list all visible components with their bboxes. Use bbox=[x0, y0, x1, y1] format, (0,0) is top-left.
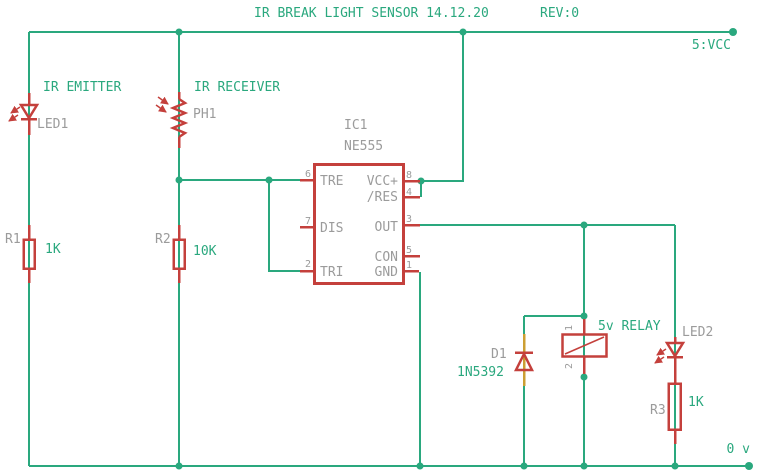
r3-name: R3 bbox=[650, 403, 666, 418]
ic1-pin4-label: /RES bbox=[367, 190, 398, 205]
ic1-pin2-label: TRI bbox=[320, 265, 343, 280]
ir-receiver-caption: IR RECEIVER bbox=[194, 80, 280, 95]
junction-dot bbox=[459, 28, 467, 36]
light-emit-arrow bbox=[656, 347, 667, 356]
wire-pin6-to-pin2[interactable] bbox=[268, 180, 301, 272]
junction-dot bbox=[580, 462, 588, 470]
light-receive-arrow bbox=[155, 104, 167, 113]
ph1-symbol[interactable] bbox=[155, 92, 189, 148]
ic1-pin3-number: 3 bbox=[406, 214, 412, 225]
schematic-title: IR BREAK LIGHT SENSOR 14.12.20 bbox=[254, 6, 489, 21]
light-emit-arrow bbox=[8, 113, 19, 122]
light-receive-arrow bbox=[157, 96, 169, 105]
ic1-pin6-label: TRE bbox=[320, 174, 343, 189]
r2-symbol[interactable] bbox=[172, 225, 186, 283]
ic1-pin5-label: CON bbox=[375, 250, 398, 265]
ic1-pin4-number: 4 bbox=[406, 187, 412, 198]
ic1-pin6-number: 6 bbox=[305, 169, 311, 180]
ic1-pin7-number: 7 bbox=[305, 216, 311, 227]
junction-dot bbox=[175, 176, 183, 184]
vcc-net-label: 5:VCC bbox=[692, 38, 731, 53]
junction-dot bbox=[175, 462, 183, 470]
junction-dots bbox=[175, 28, 753, 470]
r1-name: R1 bbox=[5, 232, 21, 247]
wire-pin8-to-vcc[interactable] bbox=[421, 32, 464, 182]
net-wires[interactable] bbox=[28, 31, 749, 467]
led2-symbol[interactable] bbox=[654, 337, 686, 383]
led1-symbol[interactable] bbox=[8, 93, 40, 135]
ic1-pin5-number: 5 bbox=[406, 245, 412, 256]
junction-dot bbox=[671, 462, 679, 470]
relay-symbol[interactable] bbox=[561, 319, 608, 374]
d1-value: 1N5392 bbox=[457, 365, 504, 380]
led2-name: LED2 bbox=[682, 325, 713, 340]
ic1-pin8-label: VCC+ bbox=[367, 174, 398, 189]
ic1-symbol[interactable] bbox=[300, 163, 420, 285]
junction-dot bbox=[729, 28, 737, 36]
r2-value: 10K bbox=[193, 244, 217, 259]
junction-dot bbox=[417, 177, 425, 185]
r2-name: R2 bbox=[155, 232, 171, 247]
junction-dot bbox=[416, 462, 424, 470]
ic1-pin1-number: 1 bbox=[406, 260, 412, 271]
relay-value: 5v RELAY bbox=[598, 319, 661, 334]
junction-dot bbox=[175, 28, 183, 36]
r1-value: 1K bbox=[45, 242, 61, 257]
r3-value: 1K bbox=[688, 395, 704, 410]
ic1-value: NE555 bbox=[344, 139, 383, 154]
relay-pin2-number: 2 bbox=[564, 363, 575, 369]
junction-dot bbox=[265, 176, 273, 184]
ph1-name: PH1 bbox=[193, 107, 216, 122]
junction-dot bbox=[580, 221, 588, 229]
ir-emitter-caption: IR EMITTER bbox=[43, 80, 121, 95]
d1-symbol[interactable] bbox=[513, 334, 535, 386]
junction-dot bbox=[580, 312, 588, 320]
gnd-net-label: 0 v bbox=[727, 442, 751, 457]
ic1-pin2-number: 2 bbox=[305, 259, 311, 270]
light-emit-arrow bbox=[10, 105, 21, 114]
ic1-pin1-label: GND bbox=[375, 265, 399, 280]
ic1-name: IC1 bbox=[344, 118, 367, 133]
r1-symbol[interactable] bbox=[22, 225, 36, 283]
relay-pin1-number: 1 bbox=[564, 325, 575, 331]
r3-symbol[interactable] bbox=[667, 382, 682, 445]
junction-dot bbox=[520, 462, 528, 470]
light-emit-arrow bbox=[654, 355, 665, 364]
revision-label: REV:0 bbox=[540, 6, 579, 21]
d1-name: D1 bbox=[491, 347, 507, 362]
ic1-pin8-number: 8 bbox=[406, 170, 412, 181]
ic1-pin3-label: OUT bbox=[375, 220, 399, 235]
junction-dot bbox=[745, 462, 753, 470]
led1-name: LED1 bbox=[37, 117, 68, 132]
junction-dot bbox=[580, 373, 588, 381]
ic1-pin7-label: DIS bbox=[320, 221, 343, 236]
